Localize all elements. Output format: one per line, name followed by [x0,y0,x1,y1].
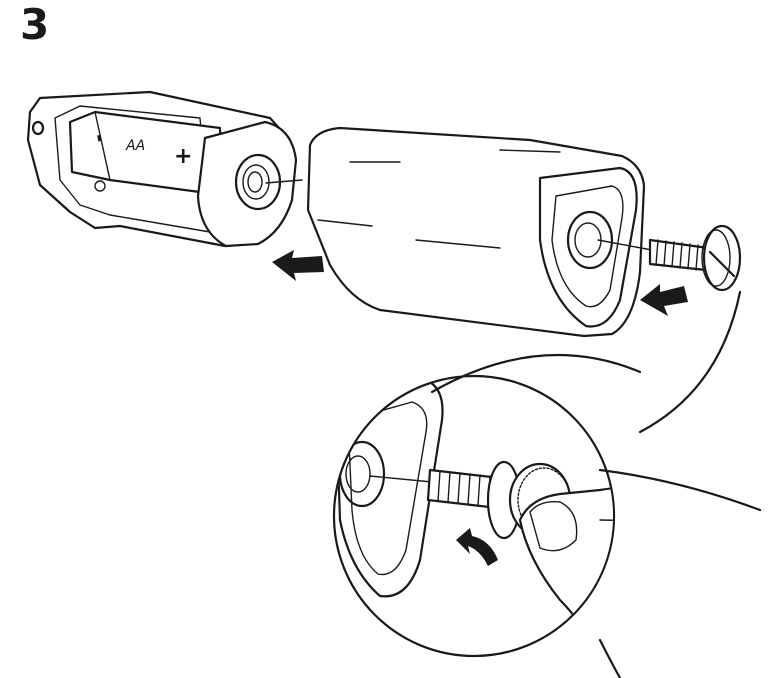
screw-hole-icon [94,180,106,192]
threaded-hole-icon [247,171,263,193]
aa-battery: - AA + [68,110,224,197]
mount-hole-icon [31,120,45,136]
hand-outline [598,468,762,512]
detail-screw-hole-icon [345,455,371,493]
screw [648,224,742,292]
battery-plus-label: + [174,144,192,169]
slot-icon [708,250,736,278]
fingernail-icon [529,501,578,552]
detail-callout [332,290,742,658]
holder-end-cap [196,120,298,248]
step-number: 3 [20,0,50,49]
wrist-outline [598,638,622,678]
insert-arrow-icon [272,250,324,281]
insert-arrow-icon [640,284,688,316]
battery-type-label: AA [125,138,145,154]
cover-housing [306,126,646,338]
detail-view [335,377,613,655]
rotate-arrow-icon [456,528,498,566]
